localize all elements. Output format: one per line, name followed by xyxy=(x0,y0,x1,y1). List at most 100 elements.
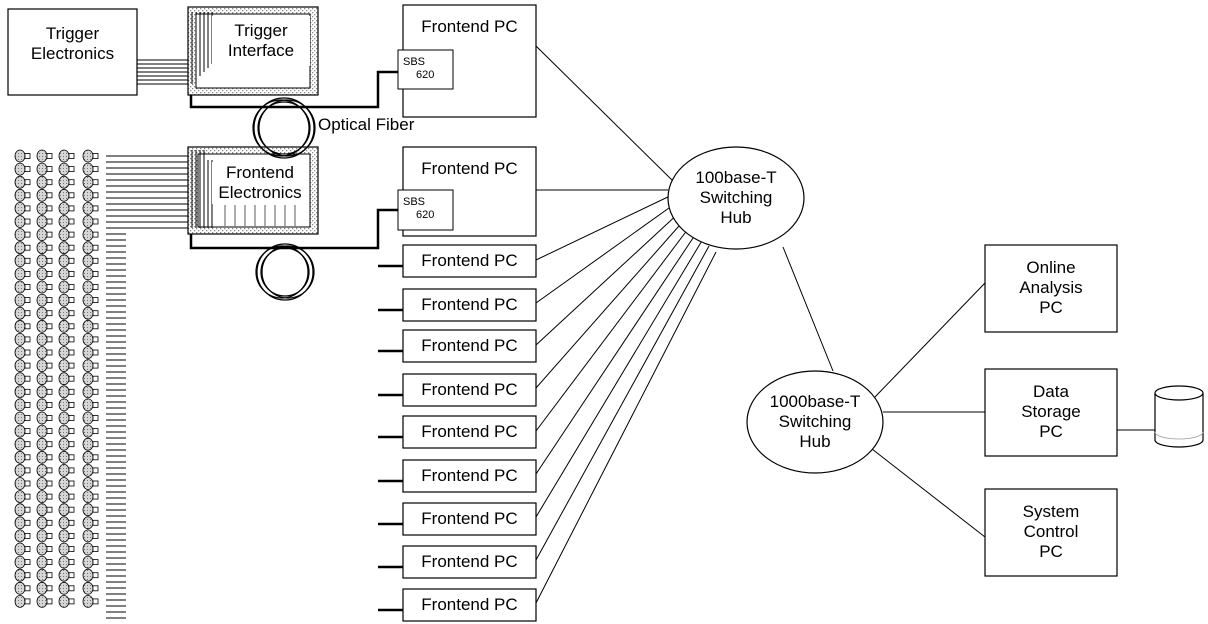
detector-cell-icon xyxy=(82,149,99,163)
trigger-interface-line1: Trigger xyxy=(234,21,288,40)
trigger-interface-line2: Interface xyxy=(227,41,295,60)
detector-cell-icon xyxy=(58,359,75,373)
data-storage-pc-box[interactable] xyxy=(984,368,1118,457)
frontend-pc-stack xyxy=(378,244,537,622)
frontend-pc-label-9: Frontend PC xyxy=(403,503,536,535)
detector-cell-icon xyxy=(82,581,99,595)
frontend-pc-box-11[interactable] xyxy=(378,588,537,622)
network-link xyxy=(535,251,717,604)
network-link xyxy=(535,217,687,389)
trigger-electronics-line2: Electronics xyxy=(30,44,115,63)
detector-cell-icon xyxy=(36,529,53,543)
sbs-card-label-1: SBS 620 xyxy=(400,54,440,84)
detector-cell-icon xyxy=(14,385,31,399)
data-storage-line2: Storage xyxy=(1021,402,1081,421)
detector-cell-icon xyxy=(58,437,75,451)
detector-cell-icon xyxy=(36,241,53,255)
detector-cell-icon xyxy=(58,228,75,242)
detector-cell-icon xyxy=(36,516,53,530)
detector-cell-icon xyxy=(36,450,53,464)
detector-cell-icon xyxy=(14,398,31,412)
optical-fiber-lower xyxy=(189,208,398,301)
network-link xyxy=(871,448,986,538)
frontend-pc-box-4[interactable] xyxy=(378,288,537,322)
detector-cell-icon xyxy=(36,280,53,294)
detector-cell-icon xyxy=(82,228,99,242)
system-control-pc-box[interactable] xyxy=(984,488,1118,577)
frontend-pc-box-10[interactable] xyxy=(378,545,537,579)
detector-cell-icon xyxy=(58,568,75,582)
detector-cell-icon xyxy=(14,228,31,242)
hub-1000-ellipse[interactable] xyxy=(746,370,884,474)
frontend-pc-box-8[interactable] xyxy=(378,459,537,493)
detector-cell-icon xyxy=(82,503,99,517)
online-analysis-line3: PC xyxy=(1039,298,1063,317)
detector-cell-icon xyxy=(58,463,75,477)
fiber-coil-icon xyxy=(252,97,316,159)
detector-cell-icon xyxy=(82,555,99,569)
frontend-pc-label-4: Frontend PC xyxy=(403,289,536,321)
frontend-pc-box-2[interactable] xyxy=(397,146,537,237)
frontend-electronics-line1: Frontend xyxy=(225,163,295,182)
detector-cell-icon xyxy=(58,162,75,176)
detector-cell-icon xyxy=(14,359,31,373)
hub-1000-line2: Switching xyxy=(778,412,852,431)
hub-1000-line3: Hub xyxy=(799,432,831,451)
detector-cell-icon xyxy=(14,477,31,490)
network-link xyxy=(535,224,692,432)
frontend-pc-box-7[interactable] xyxy=(378,415,537,449)
frontend-pc-box-6[interactable] xyxy=(378,373,537,407)
detector-cell-icon xyxy=(58,411,75,425)
system-control-line2: Control xyxy=(1023,522,1079,541)
frontend-pc-label-6: Frontend PC xyxy=(403,374,536,406)
frontend-pc-title-7: Frontend PC xyxy=(421,422,518,441)
frontend-pc-title-2: Frontend PC xyxy=(421,159,518,178)
frontend-pc-label-2: Frontend PC xyxy=(403,159,536,181)
detector-cell-icon xyxy=(36,398,53,412)
detector-cell-icon xyxy=(58,346,75,359)
hub-100-ellipse[interactable] xyxy=(667,146,805,250)
hub-100-label: 100base-T Switching Hub xyxy=(668,165,804,231)
frontend-pc-label-11: Frontend PC xyxy=(403,589,536,621)
detector-cell-icon xyxy=(82,175,99,189)
detector-cell-icon xyxy=(36,215,53,228)
detector-cell-icon xyxy=(14,293,31,307)
detector-cell-icon xyxy=(58,595,75,608)
detector-cell-icon xyxy=(58,254,75,268)
network-link xyxy=(535,238,704,518)
data-storage-line1: Data xyxy=(1033,382,1069,401)
detector-cell-icon xyxy=(36,162,53,176)
detector-cell-icon xyxy=(36,568,53,582)
online-analysis-pc-box[interactable] xyxy=(984,244,1118,333)
detector-cell-icon xyxy=(36,201,53,215)
frontend-pc-box-3[interactable] xyxy=(378,244,537,278)
data-storage-label: Data Storage PC xyxy=(985,379,1117,445)
frontend-pc-box-5[interactable] xyxy=(378,329,537,363)
detector-cell-icon xyxy=(82,490,99,504)
detector-cell-icon xyxy=(58,503,75,517)
detector-cell-icon xyxy=(14,581,31,595)
detector-cell-icon xyxy=(14,280,31,294)
detector-cell-icon xyxy=(58,398,75,412)
detector-array xyxy=(14,149,99,608)
network-link xyxy=(535,210,682,346)
detector-cell-icon xyxy=(58,332,75,346)
frontend-electronics-label: Frontend Electronics xyxy=(212,162,308,204)
sbs-card-label-2: SBS 620 xyxy=(400,194,440,224)
trigger-interface-label: Trigger Interface xyxy=(212,16,310,66)
detector-cell-icon xyxy=(14,188,31,202)
detector-cell-icon xyxy=(82,293,99,307)
detector-cell-icon xyxy=(14,215,31,228)
detector-cell-icon xyxy=(36,359,53,373)
frontend-pc-title-11: Frontend PC xyxy=(421,595,518,614)
detector-cell-icon xyxy=(82,385,99,399)
detector-cell-icon xyxy=(36,188,53,202)
detector-cell-icon xyxy=(36,581,53,595)
detector-cell-icon xyxy=(58,241,75,255)
detector-cell-icon xyxy=(36,293,53,307)
frontend-pc-box-9[interactable] xyxy=(378,502,537,536)
detector-cell-icon xyxy=(58,293,75,307)
detector-cell-icon xyxy=(82,319,99,333)
frontend-pc-box-1[interactable] xyxy=(397,4,537,118)
detector-cell-icon xyxy=(82,359,99,373)
